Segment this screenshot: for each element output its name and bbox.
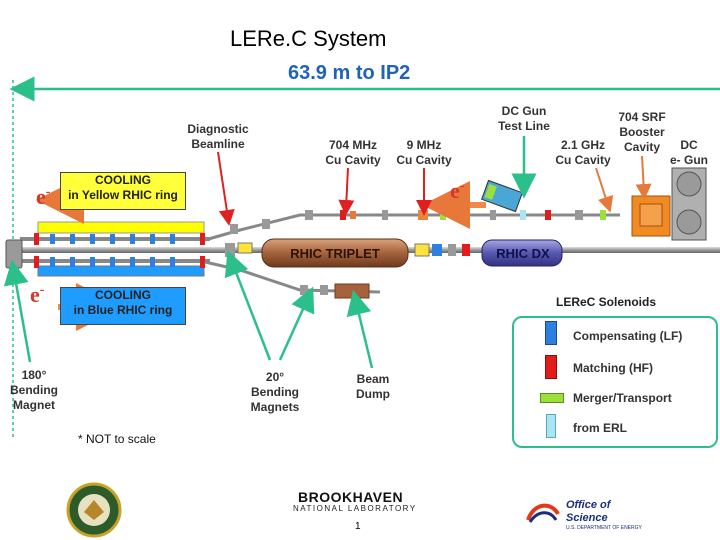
bend20-pointer-a [224,250,272,361]
electron-symbol-blue: e- [30,282,45,307]
legend-swatch-merger [540,393,564,403]
legend-item-merger: Merger/Transport [573,391,672,405]
beam-dump-label: Beam Dump [356,372,390,401]
legend-item-matching: Matching (HF) [573,361,653,375]
beam-dump [334,283,370,299]
diagnostic-beamline-label: Diagnostic Beamline [187,122,249,151]
triplet-surroundings [225,242,470,257]
office-of-science-icon [524,500,562,526]
srf-pointer [635,155,652,200]
beam-dump-pointer [346,289,374,369]
distance-to-ip2-label: 63.9 m to IP2 [288,62,411,84]
ghz21-cavity-label: 2.1 GHz Cu Cavity [555,138,611,167]
legend-item-compensating: Compensating (LF) [573,329,683,343]
legend-title: LEReC Solenoids [556,295,657,309]
cooling-yellow-box: COOLING in Yellow RHIC ring [60,172,186,210]
bend20-label: 20° Bending Magnets [250,370,300,414]
srf704-cavity-label: 704 SRF Booster Cavity [618,110,666,154]
dc-gun-test-line-label: DC Gun Test Line [498,104,550,133]
mhz9-cavity-label: 9 MHz Cu Cavity [396,138,452,167]
cooling-solenoids [34,233,205,268]
cooling-blue-box: COOLING in Blue RHIC ring [60,287,186,325]
legend-item-erl: from ERL [573,421,627,435]
bend180-label: 180° Bending Magnet [10,368,58,412]
rhic-triplet [261,238,409,268]
dc-egun-label: DC e- Gun [670,138,708,167]
slide-title: LERe.C System [230,26,387,51]
rhic-dx [481,239,563,267]
solenoid-legend [512,316,718,448]
rhic-triplet-label: RHIC TRIPLET [290,246,380,261]
yellow-ring-band [37,221,205,234]
ghz21-pointer [595,167,614,213]
blue-ring-band [37,265,205,277]
page-number: 1 [355,521,361,532]
electron-symbol-yellow: e- [36,184,51,209]
bnl-logo-name: BROOKHAVEN [298,489,404,505]
upper-transport-elements [230,210,606,234]
legend-swatch-erl [546,414,556,438]
ose-logo-line2: Science [566,512,608,524]
bend180-pointer [3,259,32,363]
mhz704-cavity-label: 704 MHz Cu Cavity [325,138,381,167]
cooling-blue-label: COOLING in Blue RHIC ring [73,288,173,317]
electron-symbol-gun: e- [450,178,465,203]
bend20-pointer-b [278,286,315,361]
bending-magnet-180 [5,239,23,269]
legend-swatch-compensating [545,321,557,345]
legend-swatch-matching [545,355,557,379]
cooling-yellow-label: COOLING in Yellow RHIC ring [68,173,178,202]
ose-logo-line1: Office of [566,499,611,511]
ose-logo-line3: U.S. DEPARTMENT OF ENERGY [566,525,642,531]
not-to-scale-note: * NOT to scale [78,432,156,446]
diagnostic-pointer [217,151,235,226]
bnl-logo-subtitle: NATIONAL LABORATORY [293,504,417,513]
rhic-dx-label: RHIC DX [496,246,550,261]
mhz704-pointer [338,167,355,216]
doe-seal-logo [66,482,122,538]
